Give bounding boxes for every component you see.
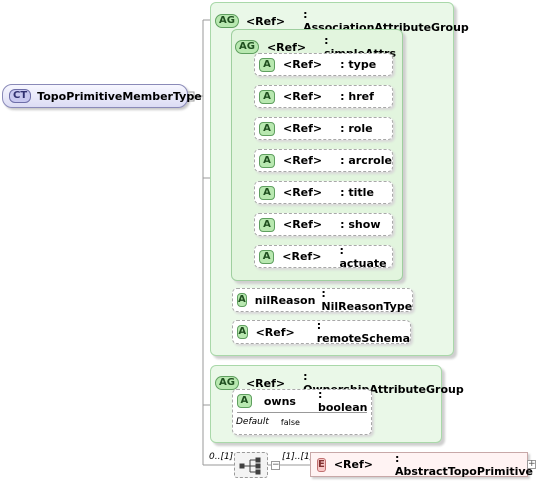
attribute-ref: <Ref> — [283, 58, 323, 71]
group-ref-label: <Ref> — [266, 40, 307, 54]
group-ref-label: <Ref> — [245, 376, 286, 390]
attribute-type-label: : remoteSchema — [316, 319, 410, 345]
default-value: false — [280, 417, 300, 427]
attribute-type-label: : actuate — [339, 243, 387, 270]
attribute-group-badge: AG — [215, 376, 239, 390]
attribute-remote-schema[interactable]: A <Ref> : remoteSchema — [232, 319, 411, 345]
attribute-type-label: : href — [340, 90, 374, 103]
sequence-node[interactable] — [234, 452, 268, 478]
attribute-badge: A — [237, 394, 252, 408]
attribute-type-label: : title — [340, 186, 374, 199]
attribute-nil-reason[interactable]: A nilReason : NilReasonType — [232, 287, 413, 313]
element-ref: <Ref> — [333, 458, 373, 471]
sequence-icon — [239, 457, 261, 475]
attribute-ref: <Ref> — [255, 325, 295, 339]
attribute-title[interactable]: A <Ref> : title — [254, 181, 393, 204]
sequence-collapse-icon[interactable]: − — [271, 460, 280, 470]
attribute-href[interactable]: A <Ref> : href — [254, 85, 393, 108]
attribute-type-label: : boolean — [317, 388, 368, 414]
attribute-badge: A — [259, 249, 275, 264]
attribute-group-badge: AG — [215, 14, 239, 28]
attribute-badge: A — [237, 293, 247, 307]
attribute-name: owns — [263, 394, 296, 408]
attribute-show[interactable]: A <Ref> : show — [254, 213, 393, 236]
expand-icon[interactable]: + — [527, 459, 536, 469]
attribute-type[interactable]: A <Ref> : type — [254, 53, 393, 76]
attribute-type-label: : type — [340, 58, 377, 71]
sequence-occurrence: 0..[1] — [209, 452, 234, 462]
attribute-type-label: : arcrole — [340, 154, 392, 167]
attribute-type-label: : show — [340, 218, 381, 231]
complex-type-node[interactable]: CT TopoPrimitiveMemberType — [2, 84, 202, 108]
default-label: Default — [236, 417, 269, 427]
attribute-ref: <Ref> — [283, 218, 323, 231]
attribute-ref: <Ref> — [283, 186, 323, 199]
element-type-label: : AbstractTopoPrimitive — [395, 451, 533, 478]
attribute-ref: <Ref> — [283, 90, 323, 103]
attribute-ref: <Ref> — [283, 154, 323, 167]
attribute-name: nilReason — [254, 293, 316, 307]
attribute-ref: <Ref> — [283, 122, 323, 135]
attribute-ref: <Ref> — [282, 250, 322, 263]
element-occurrence: [1]..[1] — [282, 452, 314, 462]
attribute-badge: A — [259, 217, 275, 232]
attribute-role[interactable]: A <Ref> : role — [254, 117, 393, 140]
attribute-type-label: : NilReasonType — [321, 287, 413, 313]
attribute-badge: A — [259, 121, 275, 136]
attribute-owns[interactable]: A owns : boolean Default false — [232, 388, 372, 435]
element-badge: E — [317, 457, 326, 472]
group-ref-label: <Ref> — [245, 14, 286, 28]
divider — [237, 412, 367, 413]
element-node[interactable]: E <Ref> : AbstractTopoPrimitive — [310, 452, 533, 478]
attribute-badge: A — [237, 325, 248, 339]
complex-type-name: TopoPrimitiveMemberType — [37, 89, 202, 103]
attribute-type-label: : role — [340, 122, 373, 135]
attribute-badge: A — [259, 89, 275, 104]
attribute-group-badge: AG — [235, 40, 259, 54]
attribute-actuate[interactable]: A <Ref> : actuate — [254, 243, 393, 270]
attribute-arcrole[interactable]: A <Ref> : arcrole — [254, 149, 393, 172]
attribute-badge: A — [259, 57, 275, 72]
attribute-badge: A — [259, 153, 275, 168]
attribute-badge: A — [259, 185, 275, 200]
complex-type-badge: CT — [9, 89, 32, 103]
